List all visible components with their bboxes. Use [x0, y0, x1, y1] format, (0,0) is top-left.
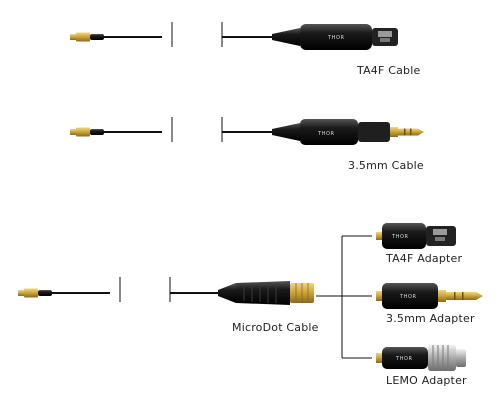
brand-text: THOR [399, 294, 417, 300]
microdot-cable-label: MicroDot Cable [232, 321, 319, 334]
mm35-adapter-illustration: THOR [376, 283, 483, 309]
ta4f-connector-icon: THOR [272, 24, 398, 50]
mm35-connector-icon: THOR [272, 119, 424, 145]
mm35-cable-illustration: THOR [70, 117, 424, 145]
ta4f-cable-label: TA4F Cable [357, 64, 421, 77]
lemo-adapter-illustration: THOR [376, 345, 466, 371]
brand-text: THOR [327, 35, 345, 41]
lemo-adapter-label: LEMO Adapter [386, 374, 467, 387]
brand-text: THOR [395, 356, 413, 362]
mm35-adapter-label: 3.5mm Adapter [386, 312, 475, 325]
mm35-cable-label: 3.5mm Cable [348, 159, 424, 172]
microdot-plug-icon [70, 127, 104, 137]
brand-text: THOR [391, 234, 409, 240]
ta4f-adapter-label: TA4F Adapter [386, 252, 463, 265]
brand-text: THOR [317, 131, 335, 137]
ta4f-adapter-illustration: THOR [376, 223, 456, 249]
microdot-jack-icon [218, 281, 314, 305]
microdot-cable-illustration [18, 235, 372, 359]
microdot-plug-icon [18, 288, 52, 298]
ta4f-cable-illustration: THOR [70, 22, 398, 50]
adapter-bracket [316, 235, 372, 359]
microdot-plug-icon [70, 32, 104, 42]
